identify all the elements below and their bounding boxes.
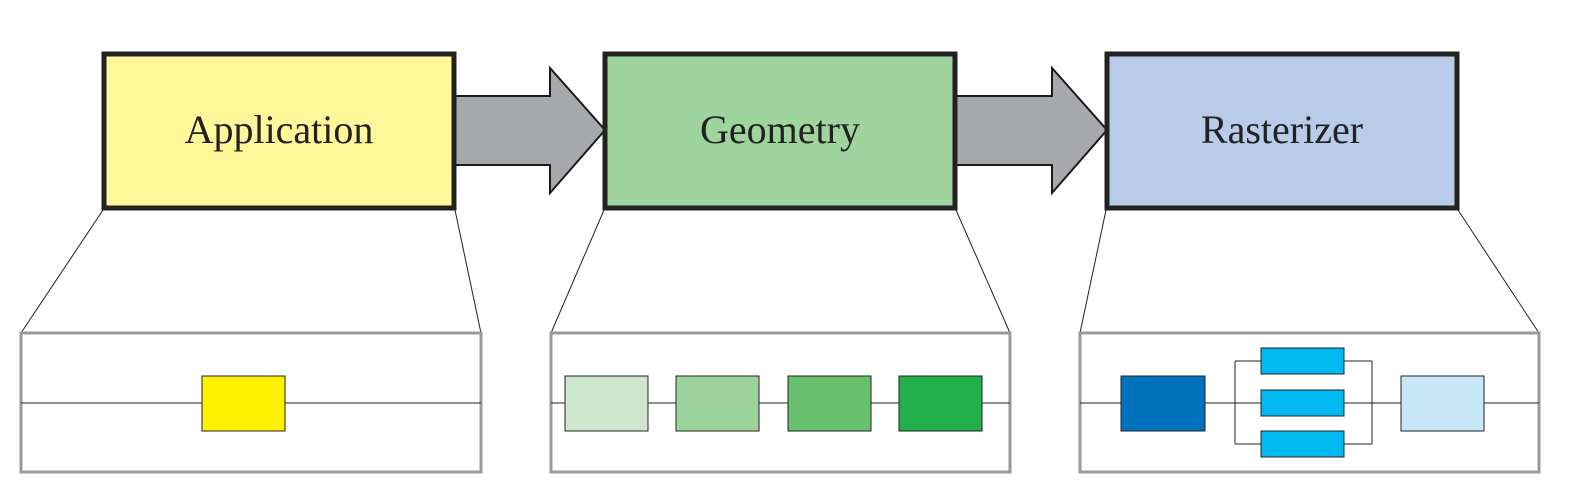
stage-rasterizer-label: Rasterizer: [1201, 107, 1363, 152]
detail-panel-application: [19, 331, 483, 474]
detail-panel-rasterizer: [1078, 331, 1541, 474]
zoom-line-application-left: [20, 209, 104, 334]
zoom-line-rasterizer-right: [1457, 209, 1540, 334]
rasterizer-unit-final: [1400, 375, 1485, 432]
geometry-unit-3: [787, 375, 872, 432]
stage-application-label: Application: [185, 107, 374, 152]
rasterizer-parallel-unit-2: [1260, 389, 1345, 417]
zoom-line-geometry-right: [955, 209, 1011, 334]
stage-application: Application: [101, 51, 457, 211]
arrow-application-to-geometry: [454, 65, 607, 196]
rasterizer-unit-setup: [1120, 375, 1206, 432]
detail-panel-geometry: [549, 331, 1012, 474]
geometry-unit-4: [898, 375, 983, 432]
geometry-unit-2: [675, 375, 760, 432]
geometry-unit-1: [564, 375, 649, 432]
zoom-line-application-right: [454, 209, 482, 334]
stage-rasterizer-box: [1104, 51, 1460, 211]
stage-application-box: [101, 51, 457, 211]
stage-geometry: Geometry: [602, 51, 958, 211]
arrow-geometry-to-rasterizer: [955, 65, 1109, 196]
rasterizer-parallel-unit-1: [1260, 347, 1345, 375]
stage-geometry-label: Geometry: [700, 107, 860, 152]
application-unit: [201, 375, 286, 432]
stage-geometry-box: [602, 51, 958, 211]
stage-rasterizer: Rasterizer: [1104, 51, 1460, 211]
zoom-line-rasterizer-left: [1079, 209, 1107, 334]
rasterizer-parallel-unit-3: [1260, 430, 1345, 458]
zoom-line-geometry-left: [550, 209, 605, 334]
